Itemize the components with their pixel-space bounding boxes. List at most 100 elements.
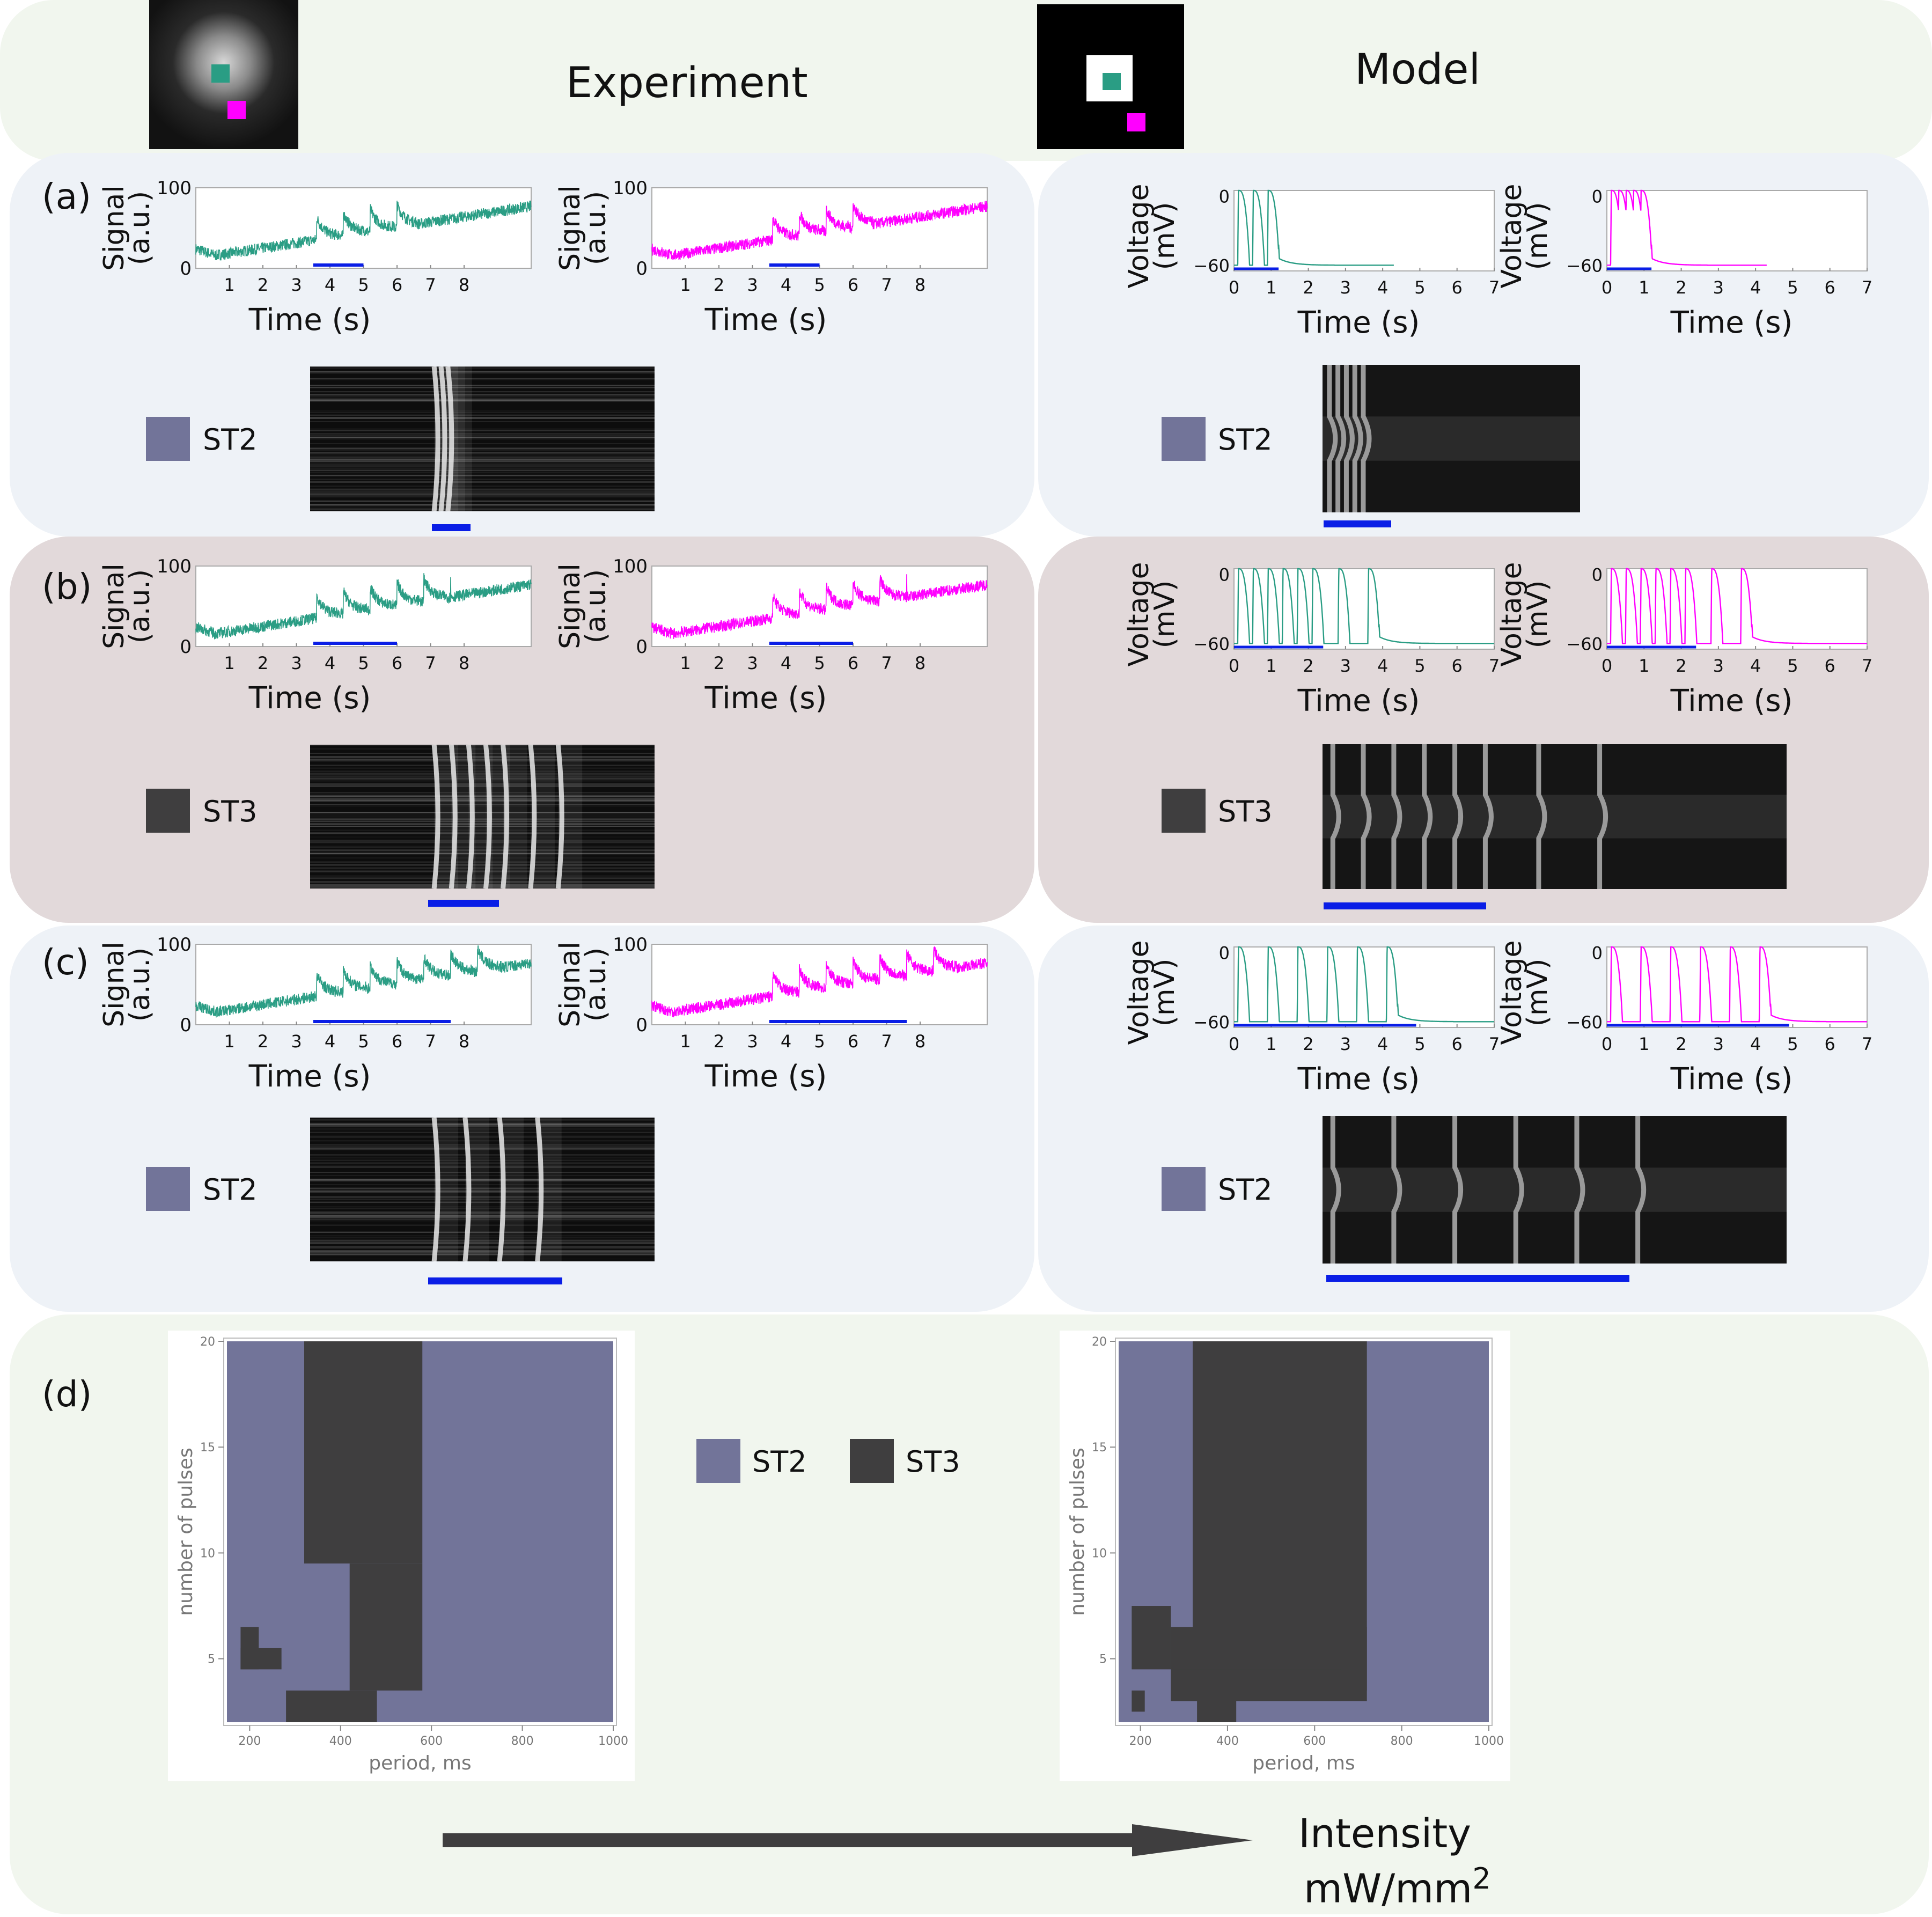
st3-region bbox=[240, 1648, 282, 1670]
plot-frame bbox=[651, 187, 988, 269]
x-tick-label: 600 bbox=[420, 1735, 443, 1748]
x-tick-label: 1 bbox=[224, 653, 234, 673]
magenta-roi-marker bbox=[227, 101, 246, 119]
kymograph-wave bbox=[1597, 744, 1608, 889]
x-axis-label: period, ms bbox=[369, 1752, 471, 1774]
x-tick-label: 800 bbox=[1391, 1735, 1413, 1748]
x-tick-label: 0 bbox=[1602, 656, 1612, 676]
map-frame bbox=[1115, 1338, 1493, 1726]
x-tick-label: 6 bbox=[392, 275, 402, 295]
y-tick-label: 100 bbox=[613, 936, 648, 956]
x-tick-label: 6 bbox=[1825, 1034, 1835, 1054]
a-model-state-label: ST2 bbox=[1218, 423, 1273, 457]
c-exp-stim-bar bbox=[428, 1277, 562, 1284]
x-axis-label: Time (s) bbox=[1670, 1062, 1793, 1097]
kymograph-wave bbox=[466, 745, 475, 888]
kymograph-wave bbox=[449, 745, 458, 888]
st3-region bbox=[1171, 1669, 1341, 1701]
x-tick-label: 6 bbox=[1452, 1034, 1463, 1054]
x-tick-label: 2 bbox=[1303, 277, 1313, 298]
y-axis-label: Signal bbox=[554, 563, 586, 649]
x-tick-label: 5 bbox=[1787, 277, 1798, 298]
intensity-arrow bbox=[443, 1824, 1253, 1856]
signal-trace bbox=[651, 201, 988, 261]
y-tick-label: 0 bbox=[1592, 187, 1603, 207]
intensity-arrow-head bbox=[1132, 1824, 1253, 1856]
panel-b-label: (b) bbox=[42, 566, 92, 607]
c-model-state-label: ST2 bbox=[1218, 1173, 1273, 1207]
kymograph-wave bbox=[1330, 744, 1341, 889]
y-tick-label: −60 bbox=[1566, 1012, 1603, 1032]
kymograph-wave bbox=[1422, 744, 1433, 889]
model-thumbnail bbox=[1037, 4, 1184, 149]
x-tick-label: 5 bbox=[1414, 656, 1425, 676]
a-model-state-swatch bbox=[1162, 417, 1206, 461]
x-tick-label: 6 bbox=[392, 1031, 402, 1052]
x-tick-label: 2 bbox=[714, 1031, 724, 1052]
kymograph-wave bbox=[1536, 744, 1547, 889]
kymograph-wave bbox=[1452, 1116, 1464, 1264]
x-tick-label: 4 bbox=[781, 653, 791, 673]
kymograph-wave bbox=[483, 745, 492, 888]
kymograph-wave bbox=[1335, 365, 1347, 512]
plot-frame bbox=[1233, 190, 1495, 271]
x-tick-label: 4 bbox=[325, 1031, 335, 1052]
kymograph-afterglow bbox=[558, 745, 583, 888]
x-tick-label: 7 bbox=[881, 275, 892, 295]
y-tick-label: 20 bbox=[1092, 1335, 1107, 1349]
x-axis-label: period, ms bbox=[1252, 1752, 1355, 1774]
x-tick-label: 5 bbox=[358, 1031, 369, 1052]
y-tick-label: −60 bbox=[1193, 1012, 1230, 1032]
intensity-unit: mW/mm2 bbox=[1304, 1862, 1491, 1912]
y-axis-label: Signal bbox=[98, 563, 130, 649]
y-axis-label: Voltage bbox=[1500, 183, 1528, 288]
x-tick-label: 6 bbox=[848, 1031, 858, 1052]
x-tick-label: 400 bbox=[1216, 1735, 1239, 1748]
x-axis-label: Time (s) bbox=[704, 681, 827, 716]
map-frame bbox=[223, 1338, 617, 1726]
x-tick-label: 3 bbox=[291, 1031, 302, 1052]
st3-region bbox=[349, 1563, 423, 1691]
y-tick-label: 0 bbox=[636, 636, 648, 658]
kymograph-wave bbox=[1452, 744, 1464, 889]
x-tick-label: 2 bbox=[714, 275, 724, 295]
x-tick-label: 6 bbox=[1825, 656, 1835, 676]
x-tick-label: 2 bbox=[1676, 656, 1686, 676]
y-tick-label: 15 bbox=[1092, 1441, 1107, 1455]
y-tick-label: 0 bbox=[636, 258, 648, 280]
plot-frame bbox=[195, 944, 532, 1025]
b-exp-kymograph bbox=[310, 745, 655, 888]
x-tick-label: 4 bbox=[1750, 277, 1761, 298]
voltage-trace bbox=[1234, 189, 1394, 266]
c-model-state-swatch bbox=[1162, 1167, 1206, 1211]
x-axis-label: Time (s) bbox=[248, 1059, 371, 1094]
x-tick-label: 6 bbox=[1452, 656, 1463, 676]
x-tick-label: 4 bbox=[1377, 656, 1388, 676]
x-tick-label: 3 bbox=[1713, 656, 1724, 676]
x-tick-label: 6 bbox=[848, 275, 858, 295]
x-tick-label: 5 bbox=[814, 275, 825, 295]
y-tick-label: 0 bbox=[1219, 943, 1230, 964]
x-tick-label: 6 bbox=[1452, 277, 1463, 298]
x-tick-label: 3 bbox=[1340, 1034, 1351, 1054]
x-tick-label: 4 bbox=[781, 1031, 791, 1052]
x-tick-label: 4 bbox=[1750, 656, 1761, 676]
kymograph-band bbox=[1323, 795, 1787, 839]
y-tick-label: 0 bbox=[1219, 565, 1230, 585]
y-axis-unit: (mV) bbox=[1149, 202, 1181, 270]
kymograph-background bbox=[310, 366, 655, 511]
experiment-title: Experiment bbox=[566, 59, 808, 107]
x-tick-label: 6 bbox=[1825, 277, 1835, 298]
x-tick-label: 1 bbox=[1639, 656, 1649, 676]
x-tick-label: 7 bbox=[1489, 277, 1500, 298]
x-tick-label: 2 bbox=[1676, 277, 1686, 298]
st3-region bbox=[1132, 1606, 1171, 1670]
kymograph-wave bbox=[535, 1118, 544, 1261]
kymograph-wave bbox=[1327, 365, 1338, 512]
d-legend-st3-swatch bbox=[850, 1439, 894, 1483]
kymograph-wave bbox=[1343, 365, 1355, 512]
